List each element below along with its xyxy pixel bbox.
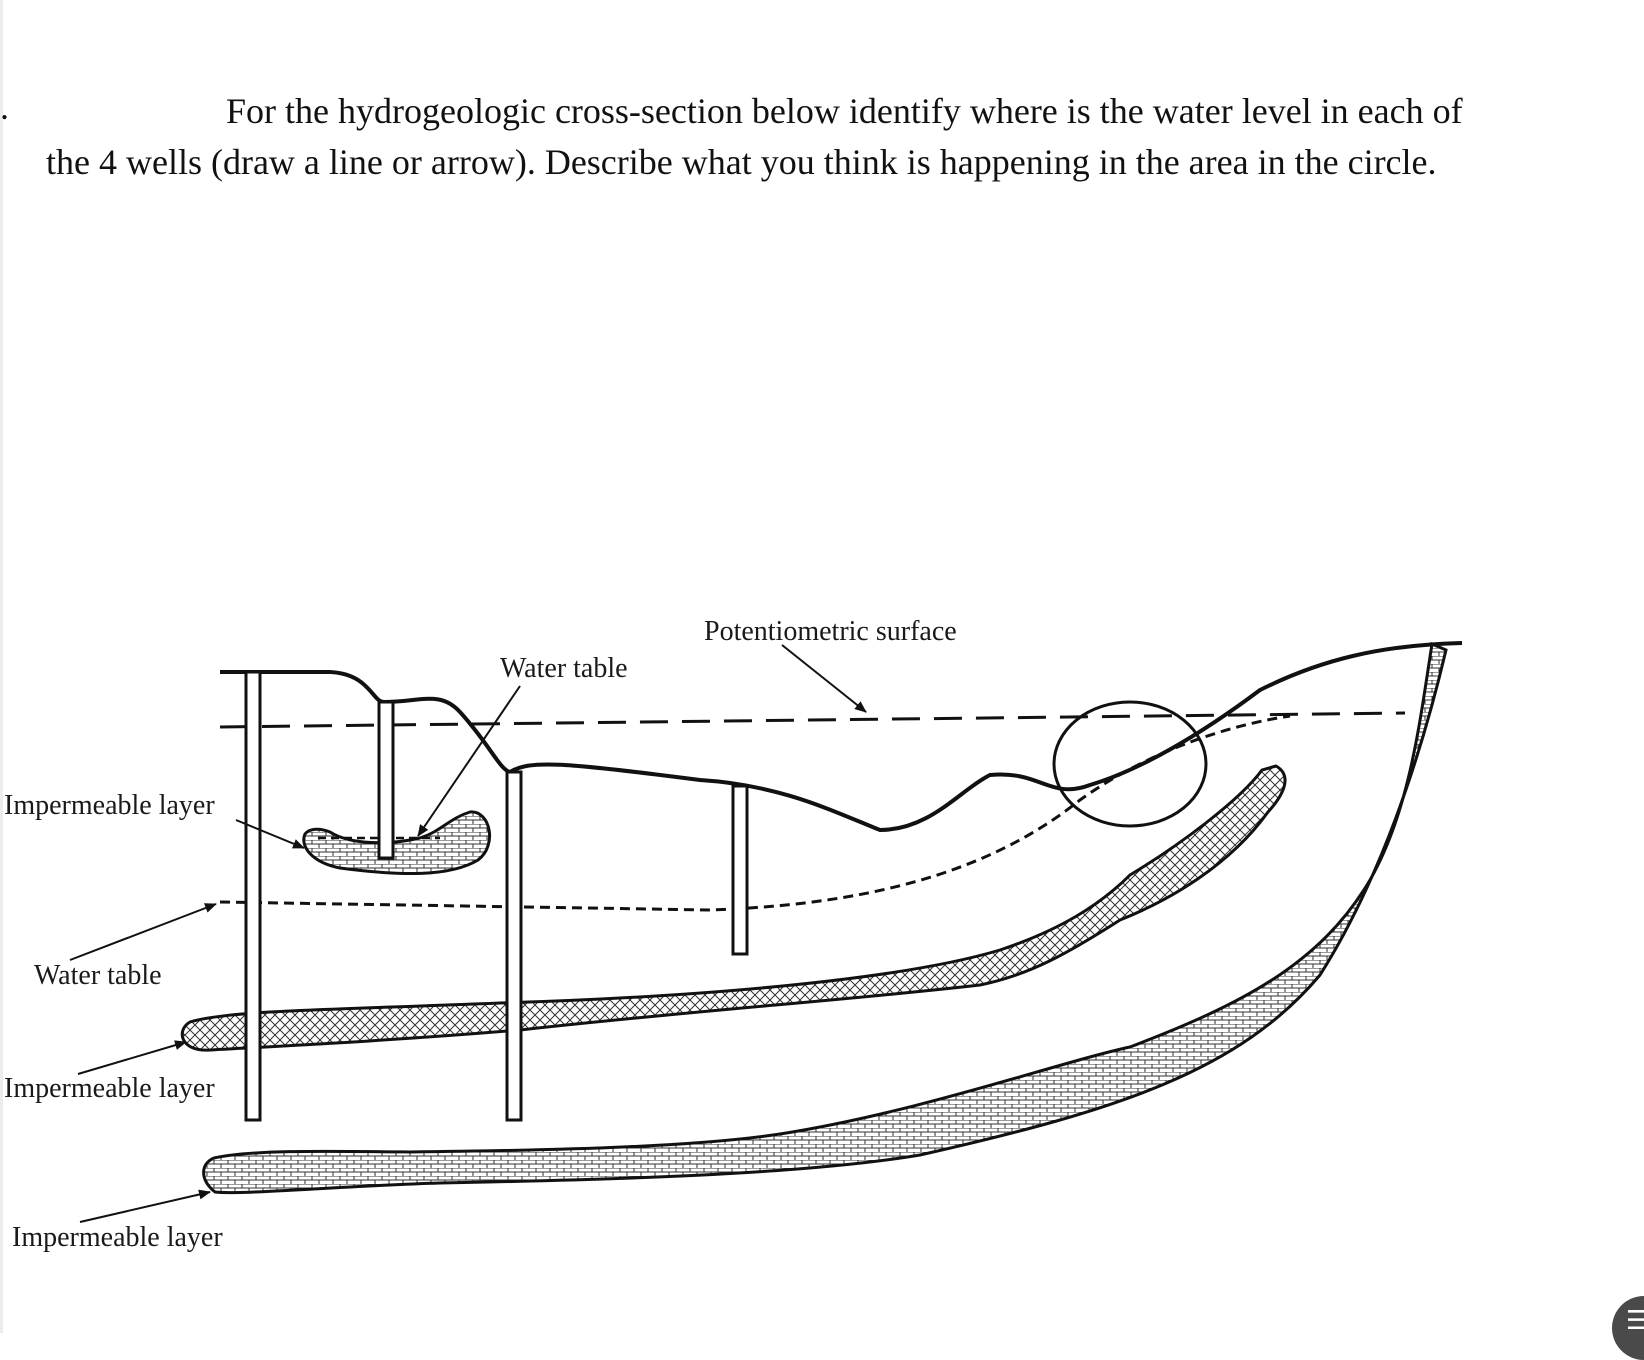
land-surface — [220, 641, 1463, 833]
well-4 — [731, 784, 749, 956]
potentiometric-arrow — [781, 644, 867, 713]
label-impermeable-layer-1: Impermeable layer — [4, 790, 215, 821]
question-text: For the hydrogeologic cross-section belo… — [46, 91, 1463, 182]
impermeable-layer-3-arrow — [79, 1189, 211, 1223]
page-edge — [0, 0, 3, 1333]
impermeable-layer-perched — [302, 810, 492, 876]
well-1 — [244, 670, 262, 1122]
label-impermeable-layer-2: Impermeable layer — [4, 1073, 215, 1104]
label-impermeable-layer-3: Impermeable layer — [12, 1222, 223, 1253]
impermeable-layer-2-arrow — [77, 1040, 187, 1075]
well-2 — [377, 700, 395, 860]
question-number: . — [0, 87, 9, 127]
circle-of-interest — [1052, 700, 1208, 828]
label-water-table-left: Water table — [34, 960, 162, 991]
label-potentiometric-surface: Potentiometric surface — [704, 616, 957, 647]
menu-icon: ☰ — [1626, 1306, 1644, 1336]
potentiometric-surface-line — [219, 711, 1406, 729]
impermeable-layer-bottom — [202, 641, 1448, 1195]
label-water-table-top: Water table — [500, 653, 628, 684]
water-table-top-arrow — [417, 685, 521, 837]
water-table-left-arrow — [69, 903, 217, 961]
impermeable-layer-1-arrow — [235, 819, 305, 849]
well-3 — [505, 770, 523, 1122]
impermeable-layer-middle — [180, 764, 1287, 1052]
